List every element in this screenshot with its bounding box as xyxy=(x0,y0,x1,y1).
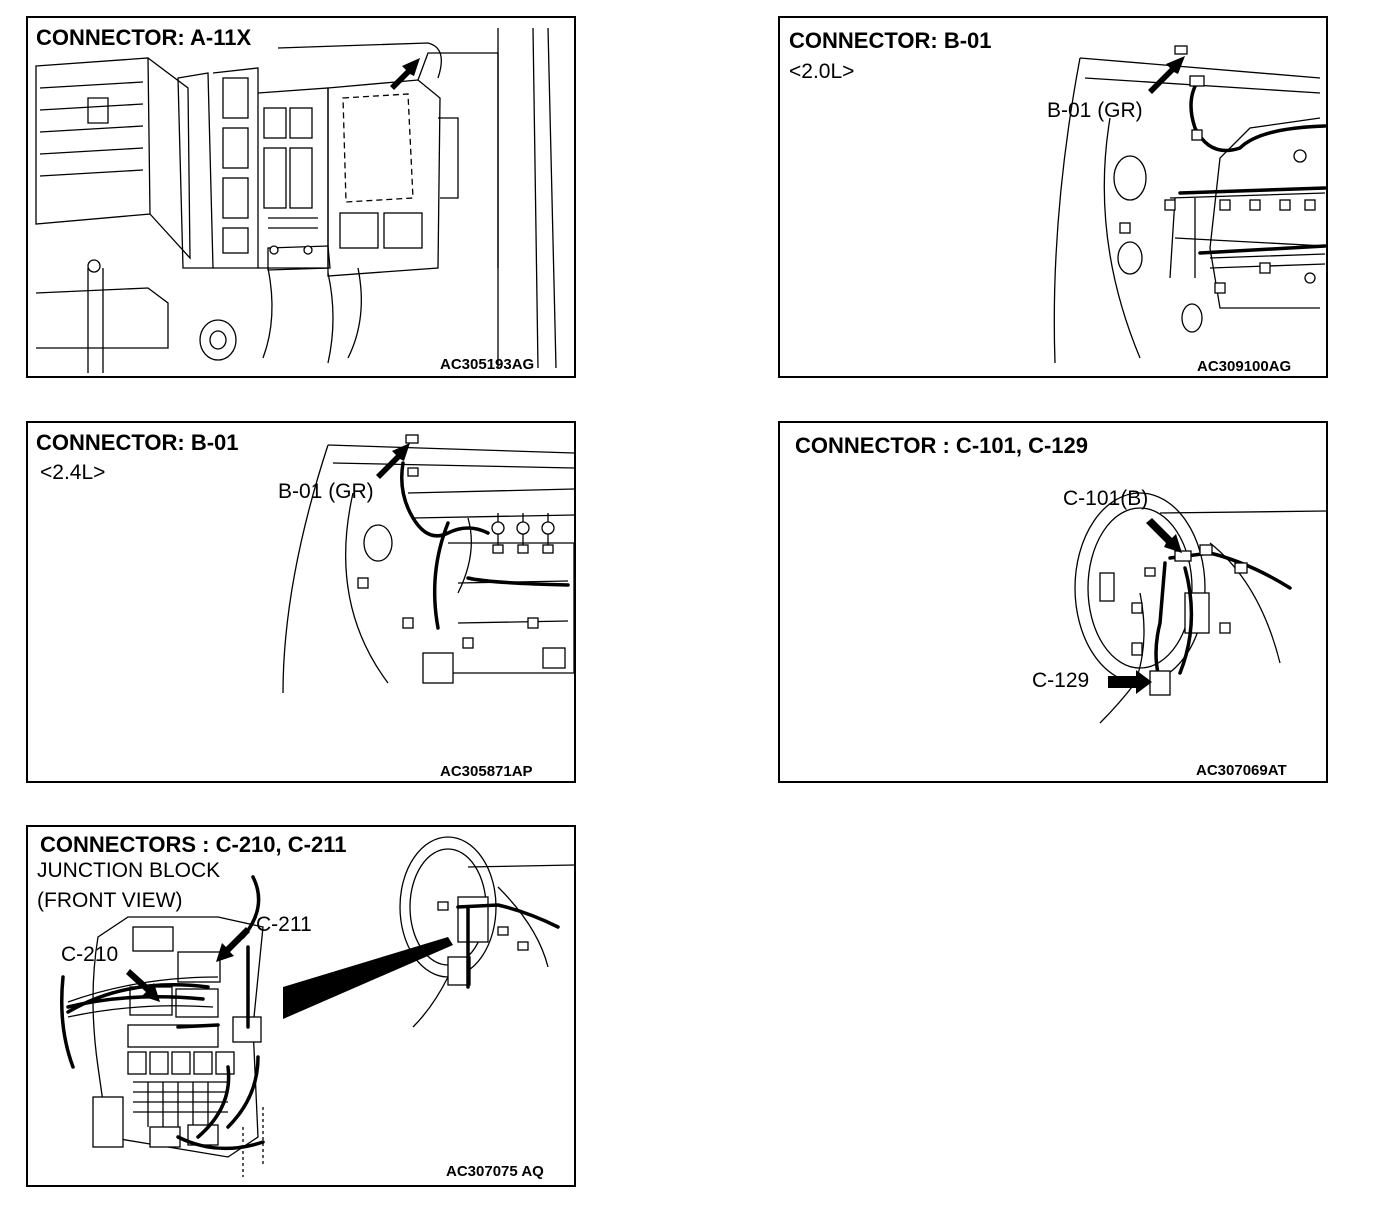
engine-variant: <2.4L> xyxy=(40,461,106,484)
figure-code: AC305193AG xyxy=(440,356,535,373)
instrument-panel-illustration xyxy=(1074,492,1326,724)
connector-label-b01: B-01 (GR) xyxy=(278,480,374,503)
panel-connector-a11x: CONNECTOR: A-11X AC305193AG xyxy=(26,16,576,378)
panel-title: CONNECTORS : C-210, C-211 xyxy=(40,832,347,857)
panel-title: CONNECTOR: B-01 xyxy=(789,28,992,53)
figure-code: AC307075 AQ xyxy=(446,1163,544,1180)
engine-bay-fuse-box-illustration xyxy=(35,27,557,373)
figure-code: AC307069AT xyxy=(1196,762,1287,779)
connector-label-b01: B-01 (GR) xyxy=(1047,99,1143,122)
connector-label-c101: C-101(B) xyxy=(1063,487,1149,510)
junction-block-illustration xyxy=(60,836,574,1177)
panel-title: CONNECTOR: A-11X xyxy=(36,25,252,50)
panel-connector-b01-2-0l: CONNECTOR: B-01 <2.0L> B-01 (GR) AC30910… xyxy=(778,16,1328,378)
figure-code: AC309100AG xyxy=(1197,358,1292,375)
panel-connectors-c210-c211: CONNECTORS : C-210, C-211 JUNCTION BLOCK… xyxy=(26,825,576,1187)
panel-connector-b01-2-4l: CONNECTOR: B-01 <2.4L> B-01 (GR) AC30587… xyxy=(26,421,576,783)
connector-label-c211: C-211 xyxy=(256,913,312,936)
engine-compartment-illustration xyxy=(1053,45,1326,364)
panel-title: CONNECTOR: B-01 xyxy=(36,430,239,455)
connector-label-c129: C-129 xyxy=(1032,669,1090,692)
panel-connector-c101-c129: CONNECTOR : C-101, C-129 C-101(B) C-129 … xyxy=(778,421,1328,783)
junction-block-label: JUNCTION BLOCK xyxy=(37,859,221,882)
figure-code: AC305871AP xyxy=(440,763,533,780)
panel-title: CONNECTOR : C-101, C-129 xyxy=(795,433,1088,458)
front-view-label: (FRONT VIEW) xyxy=(37,889,183,912)
connector-label-c210: C-210 xyxy=(61,943,119,966)
engine-variant: <2.0L> xyxy=(789,60,855,83)
engine-compartment-illustration xyxy=(282,434,574,694)
